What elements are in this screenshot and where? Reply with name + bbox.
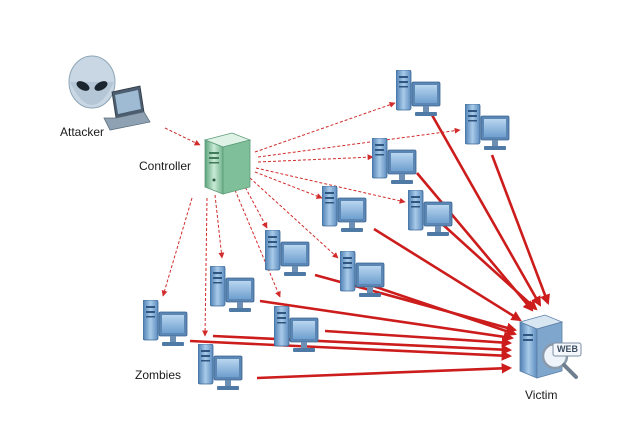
command-arrow xyxy=(242,182,268,229)
controller-icon xyxy=(203,132,252,195)
zombies-label: Zombies xyxy=(135,368,182,382)
attacker-label: Attacker xyxy=(60,125,105,139)
zombie-pc-icon xyxy=(372,138,417,185)
attack-arrow xyxy=(256,363,513,380)
zombie-pc-icon xyxy=(210,266,255,313)
command-arrow xyxy=(255,167,406,204)
web-badge-label: WEB xyxy=(557,344,578,354)
attack-arrow xyxy=(212,334,513,355)
command-arrow xyxy=(164,127,201,146)
command-arrow xyxy=(161,197,193,297)
command-arrow xyxy=(234,189,281,298)
command-arrow xyxy=(257,127,461,158)
attack-arrow xyxy=(490,154,550,305)
zombie-pc-icon xyxy=(143,300,188,347)
command-arrow xyxy=(214,194,225,259)
victim-icon xyxy=(518,314,582,379)
zombie-pc-icon xyxy=(322,186,367,233)
attack-arrow xyxy=(439,221,538,311)
attack-arrows xyxy=(189,114,550,380)
zombie-pc-icon xyxy=(396,70,441,117)
command-arrow xyxy=(202,197,209,337)
zombie-pc-icon xyxy=(198,344,243,391)
zombie-pc-icon xyxy=(408,190,453,237)
command-arrow xyxy=(257,154,374,163)
attacker-icon xyxy=(68,55,151,131)
attack-arrow xyxy=(324,329,513,348)
victim-label: Victim xyxy=(525,388,558,402)
attack-arrow xyxy=(259,299,515,342)
attack-arrow xyxy=(373,227,522,322)
attack-arrow xyxy=(189,339,513,361)
command-arrows xyxy=(161,101,461,337)
attack-arrow xyxy=(369,283,517,337)
command-arrow xyxy=(254,171,323,199)
zombie-pc-icon xyxy=(340,251,385,298)
zombie-pc-icon xyxy=(265,230,310,277)
attack-arrow xyxy=(430,114,542,307)
zombie-pc-icon xyxy=(465,104,510,151)
controller-label: Controller xyxy=(139,159,192,173)
